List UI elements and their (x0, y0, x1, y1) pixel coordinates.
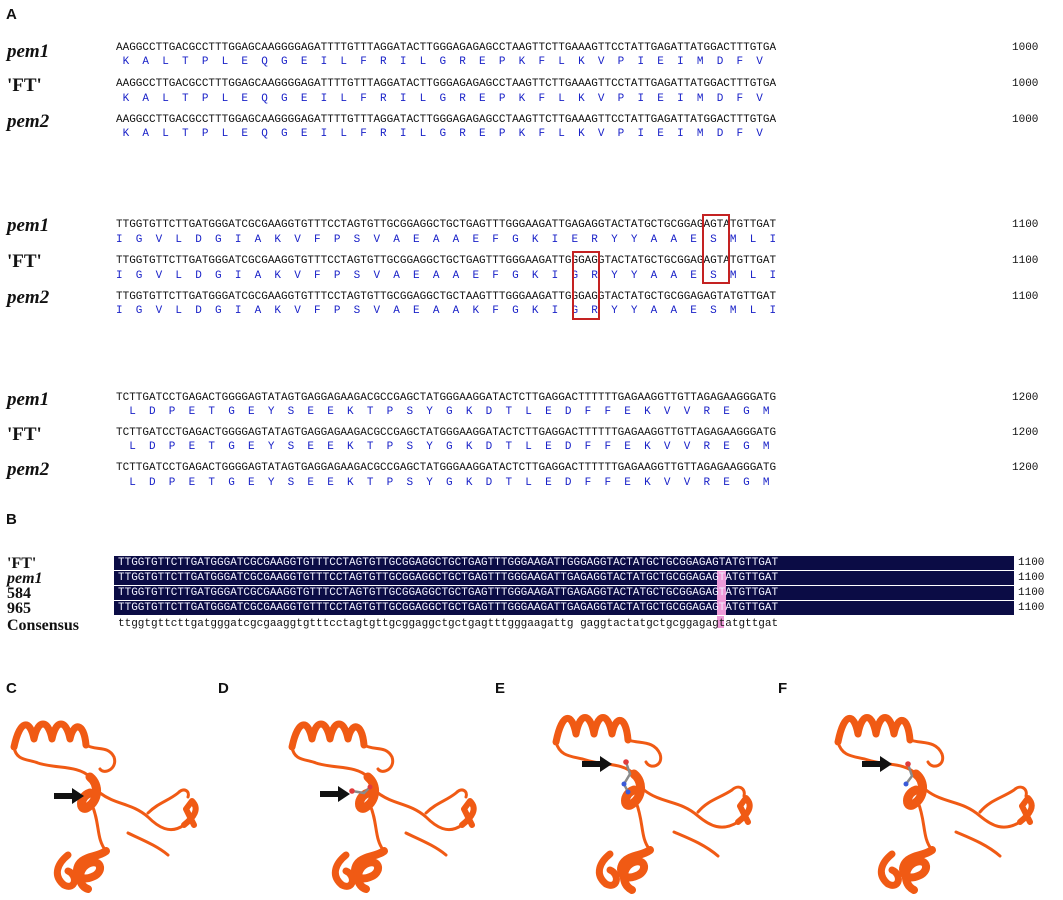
dna-sequence: TTGGTGTTCTTGATGGGATCGCGAAGGTGTTTCCTAGTGT… (116, 255, 777, 267)
position-number: 1100 (1018, 587, 1045, 599)
row-label: pem2 (7, 459, 50, 480)
position-number: 1100 (1012, 291, 1039, 303)
position-number: 1200 (1012, 392, 1039, 404)
variant-column-highlight (717, 571, 726, 615)
sequence-name: 965 (7, 600, 31, 617)
protein-translation: K A L T P L E Q G E I L F R I L G R E P … (116, 128, 763, 140)
alignment-row-background (114, 586, 1014, 600)
position-number: 1100 (1018, 557, 1045, 569)
protein-translation: K A L T P L E Q G E I L F R I L G R E P … (116, 93, 763, 105)
variant-highlight-box-pem1 (702, 214, 730, 284)
dna-sequence: TTGGTGTTCTTGATGGGATCGCGAAGGTGTTTCCTAGTGT… (116, 291, 777, 303)
protein-structure-d (286, 705, 486, 900)
dna-sequence: TCTTGATCCTGAGACTGGGGAGTATAGTGAGGAGAAGACG… (116, 392, 777, 404)
sequence-name: 'FT' (7, 555, 37, 572)
row-label: pem2 (7, 111, 50, 132)
panel-a-letter: A (6, 6, 17, 23)
protein-translation: L D P E T G E Y S E E K T P S Y G K D T … (116, 441, 770, 453)
dna-sequence: AAGGCCTTGACGCCTTTGGAGCAAGGGGAGATTTTGTTTA… (116, 78, 777, 90)
position-number: 1100 (1018, 572, 1045, 584)
sequence-name: pem1 (7, 570, 43, 587)
row-label: pem1 (7, 215, 50, 236)
position-number: 1200 (1012, 462, 1039, 474)
row-label: 'FT' (7, 75, 42, 96)
consensus-gap-highlight (717, 616, 724, 628)
protein-structure-e (550, 700, 760, 900)
row-label: 'FT' (7, 251, 42, 272)
dna-sequence: TCTTGATCCTGAGACTGGGGAGTATAGTGAGGAGAAGACG… (116, 427, 777, 439)
position-number: 1000 (1012, 42, 1039, 54)
mutation-site-arrow (54, 788, 84, 809)
alignment-row-background (114, 571, 1014, 585)
row-label: pem1 (7, 389, 50, 410)
dna-sequence: TCTTGATCCTGAGACTGGGGAGTATAGTGAGGAGAAGACG… (116, 462, 777, 474)
sequence-name: 584 (7, 585, 31, 602)
aligned-sequence: TTGGTGTTCTTGATGGGATCGCGAAGGTGTTTCCTAGTGT… (118, 602, 779, 614)
position-number: 1200 (1012, 427, 1039, 439)
position-number: 1100 (1012, 219, 1039, 231)
aligned-sequence: TTGGTGTTCTTGATGGGATCGCGAAGGTGTTTCCTAGTGT… (118, 572, 779, 584)
consensus-sequence: ttggtgttcttgatgggatcgcgaaggtgtttcctagtgt… (118, 618, 779, 630)
row-label: pem1 (7, 41, 50, 62)
position-number: 1000 (1012, 78, 1039, 90)
aligned-sequence: TTGGTGTTCTTGATGGGATCGCGAAGGTGTTTCCTAGTGT… (118, 587, 779, 599)
mutation-site-arrow (582, 756, 612, 777)
protein-translation: I G V L D G I A K V F P S V A E A A K F … (116, 305, 777, 317)
position-number: 1000 (1012, 114, 1039, 126)
mutation-site-arrow (320, 786, 350, 807)
dna-sequence: AAGGCCTTGACGCCTTTGGAGCAAGGGGAGATTTTGTTTA… (116, 42, 777, 54)
row-label: pem2 (7, 287, 50, 308)
aligned-sequence: TTGGTGTTCTTGATGGGATCGCGAAGGTGTTTCCTAGTGT… (118, 557, 779, 569)
panel-e-letter: E (495, 680, 506, 697)
consensus-label: Consensus (7, 617, 80, 634)
dna-sequence: AAGGCCTTGACGCCTTTGGAGCAAGGGGAGATTTTGTTTA… (116, 114, 777, 126)
variant-highlight-box-pem2 (572, 251, 600, 320)
protein-translation: K A L T P L E Q G E I L F R I L G R E P … (116, 56, 763, 68)
mutation-site-arrow (862, 756, 892, 777)
dna-sequence: TTGGTGTTCTTGATGGGATCGCGAAGGTGTTTCCTAGTGT… (116, 219, 777, 231)
row-label: 'FT' (7, 424, 42, 445)
panel-c-letter: C (6, 680, 17, 697)
panel-f-letter: F (778, 680, 788, 697)
protein-translation: L D P E T G E Y S E E K T P S Y G K D T … (116, 477, 770, 489)
protein-translation: L D P E T G E Y S E E K T P S Y G K D T … (116, 406, 770, 418)
panel-d-letter: D (218, 680, 229, 697)
alignment-row-background (114, 556, 1014, 570)
protein-translation: I G V L D G I A K V F P S V A E A A E F … (116, 234, 777, 246)
position-number: 1100 (1018, 602, 1045, 614)
position-number: 1100 (1012, 255, 1039, 267)
protein-structure-c (8, 705, 208, 900)
protein-translation: I G V L D G I A K V F P S V A E A A E F … (116, 270, 777, 282)
panel-b-letter: B (6, 511, 17, 528)
alignment-row-background (114, 601, 1014, 615)
protein-structure-f (832, 700, 1042, 900)
